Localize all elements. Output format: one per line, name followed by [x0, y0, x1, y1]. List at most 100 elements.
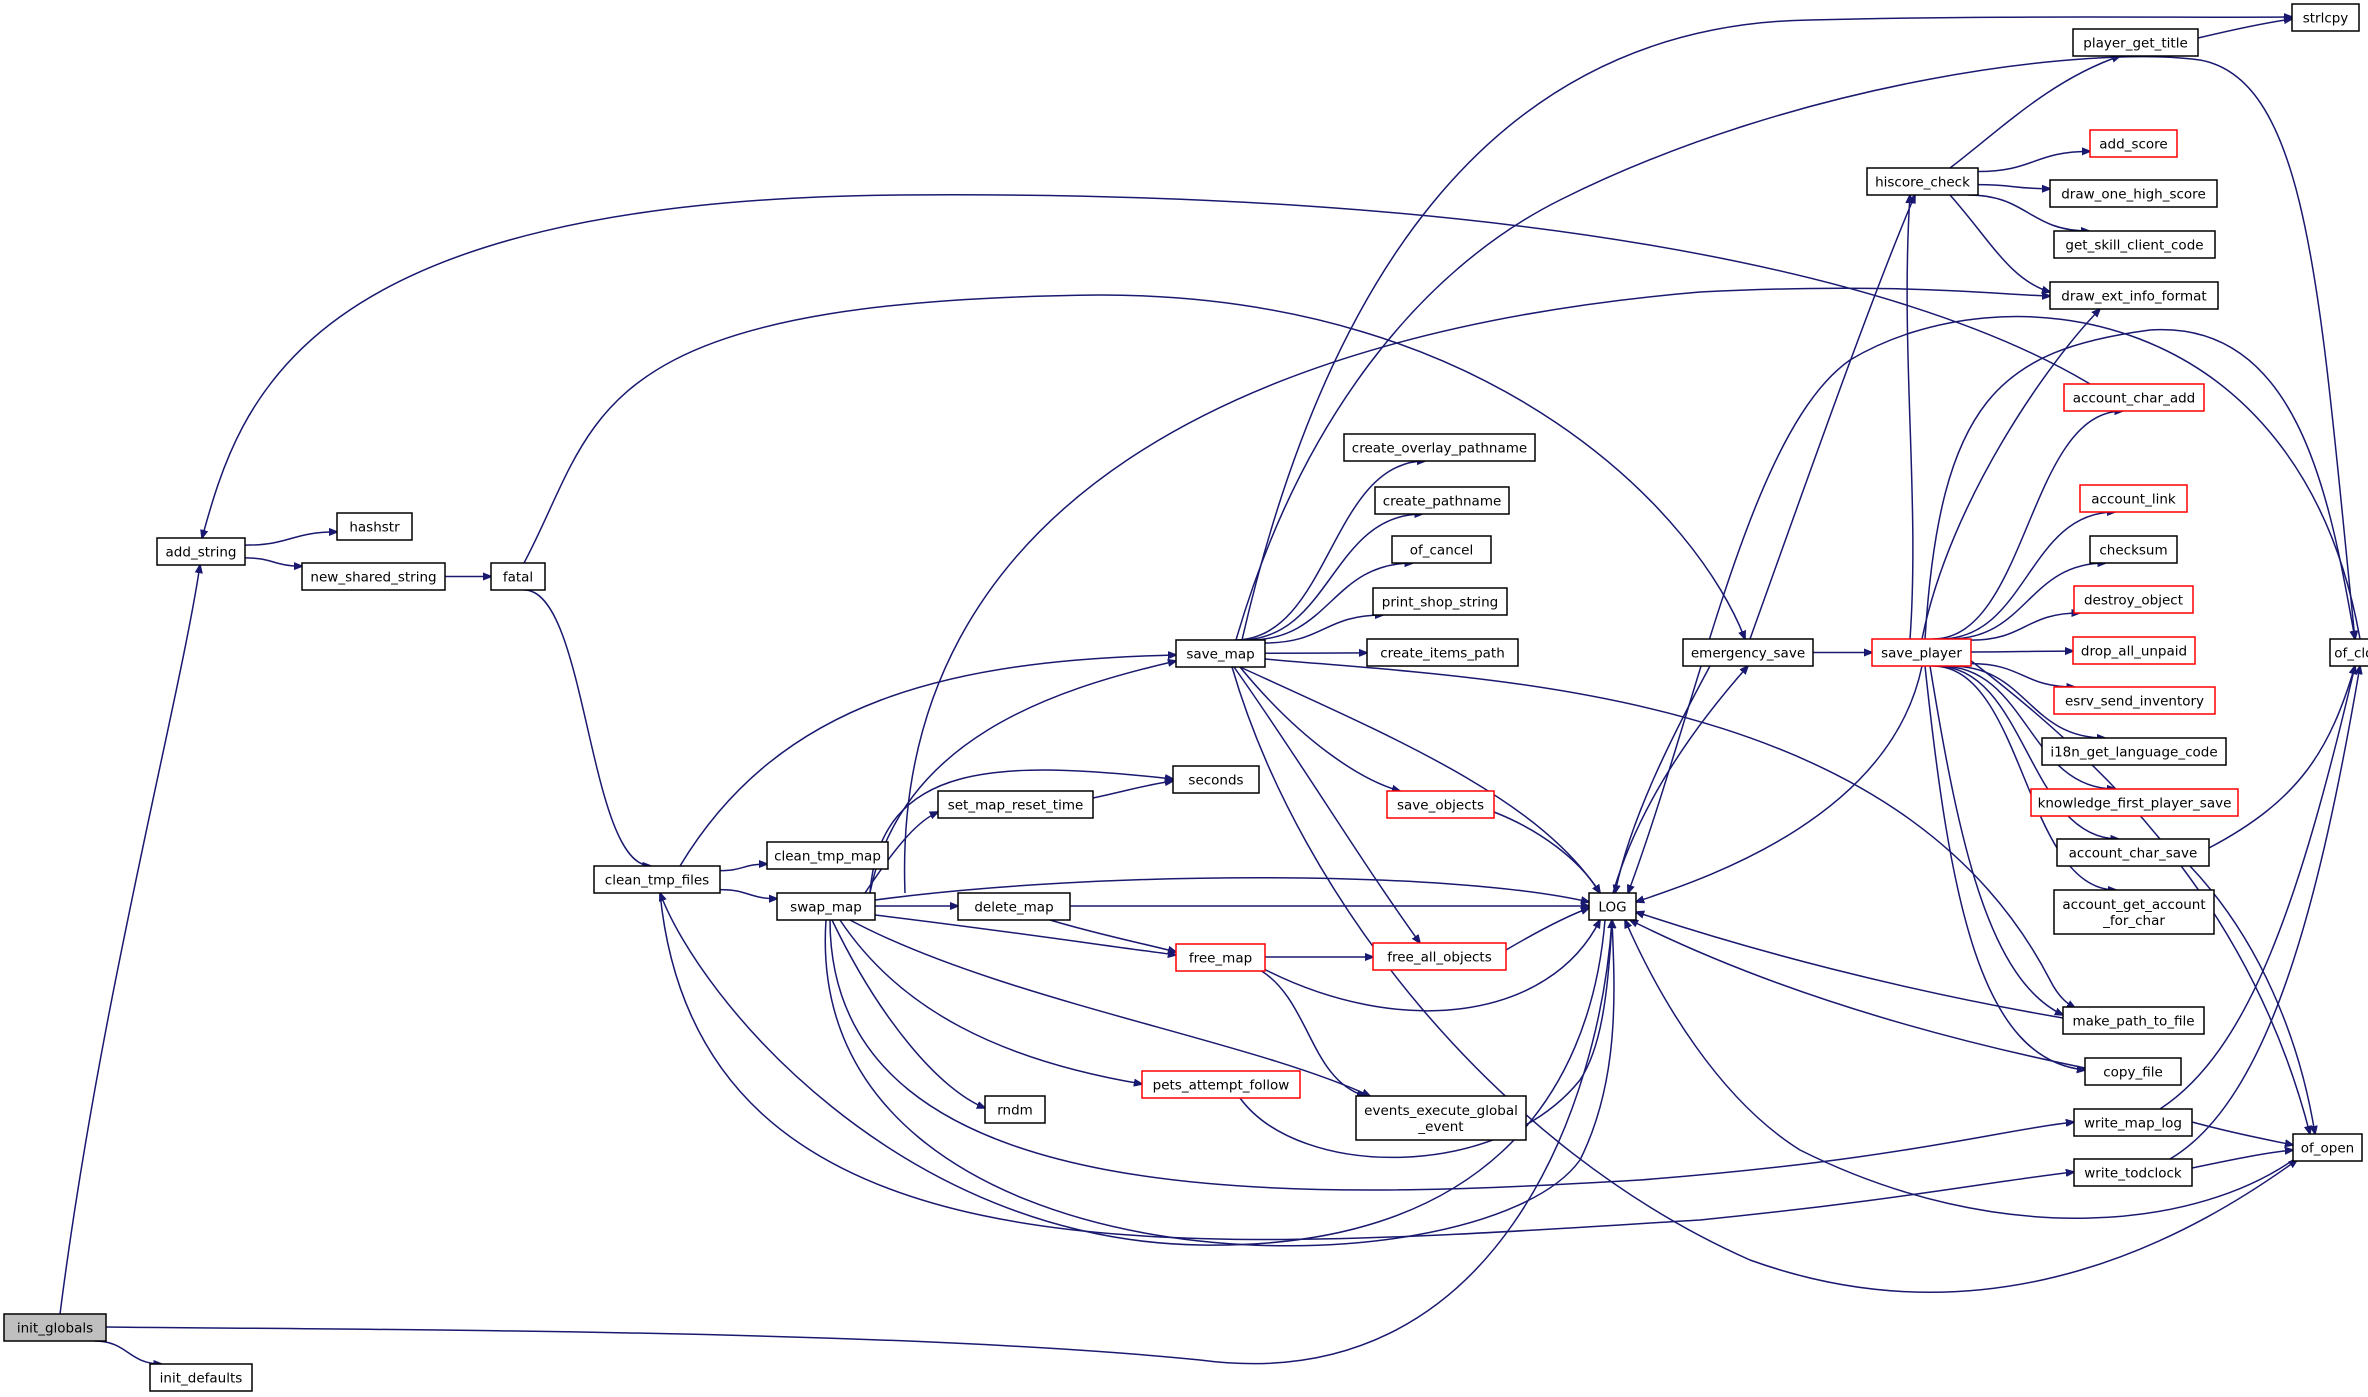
- edge-save_player-to-account_char_add: [1932, 411, 2123, 640]
- node-account-link[interactable]: account_link: [2079, 484, 2188, 513]
- node-account-char-add[interactable]: account_char_add: [2063, 383, 2205, 412]
- node-create-items-path[interactable]: create_items_path: [1366, 638, 1519, 667]
- edge-save_player-to-of_close: [1924, 329, 2355, 639]
- node-get-skill-client-code[interactable]: get_skill_client_code: [2053, 230, 2216, 259]
- node-label: account_get_account: [2062, 897, 2205, 913]
- node-free-all-objects[interactable]: free_all_objects: [1372, 942, 1507, 971]
- node-hashstr[interactable]: hashstr: [336, 512, 413, 541]
- edge-write_todclock-to-of_close: [2169, 666, 2360, 1160]
- node-label: init_globals: [17, 1321, 93, 1337]
- edge-free_map-to-LOG: [1259, 920, 1600, 1012]
- node-label: save_map: [1186, 647, 1254, 663]
- node-i18n-get-language-code[interactable]: i18n_get_language_code: [2041, 737, 2227, 766]
- edge-fatal-to-clean_tmp_files: [524, 589, 651, 866]
- node-make-path-to-file[interactable]: make_path_to_file: [2062, 1006, 2205, 1035]
- edge-player_get_title-to-strlcpy: [2197, 19, 2292, 39]
- node-label: save_objects: [1397, 798, 1484, 814]
- node-account-get-account-for-char[interactable]: account_get_account_for_char: [2053, 889, 2215, 935]
- node-free-map[interactable]: free_map: [1175, 943, 1266, 972]
- node-events-execute-global-event[interactable]: events_execute_global_event: [1355, 1095, 1527, 1141]
- node-label: swap_map: [790, 900, 862, 916]
- node-label: hiscore_check: [1875, 175, 1970, 191]
- node-rndm[interactable]: rndm: [984, 1095, 1046, 1124]
- node-draw-one-high-score[interactable]: draw_one_high_score: [2049, 179, 2218, 208]
- node-emergency-save[interactable]: emergency_save: [1682, 638, 1814, 667]
- node-esrv-send-inventory[interactable]: esrv_send_inventory: [2053, 686, 2216, 715]
- edge-pets_attempt_follow-to-LOG: [1239, 920, 1612, 1159]
- node-new-shared-string[interactable]: new_shared_string: [301, 562, 446, 591]
- node-swap-map[interactable]: swap_map: [776, 892, 876, 921]
- edge-hiscore_check-to-get_skill_client_code: [1967, 194, 2089, 231]
- edge-save_player-to-esrv_send_inventory: [1970, 662, 2075, 687]
- edge-save_player-to-knowledge_first_player_save: [1940, 665, 2116, 789]
- edge-swap_map-to-events_execute_global_event: [849, 919, 1370, 1096]
- node-player-get-title[interactable]: player_get_title: [2072, 28, 2199, 57]
- node-label: print_shop_string: [1382, 595, 1498, 611]
- node-of-open[interactable]: of_open: [2292, 1133, 2363, 1162]
- node-of-close[interactable]: of_close: [2329, 638, 2368, 667]
- edge-write_map_log-to-of_close: [2159, 666, 2355, 1110]
- node-label: make_path_to_file: [2072, 1014, 2194, 1030]
- edge-LOG-to-emergency_save: [1612, 666, 1748, 894]
- edge-swap_map-to-pets_attempt_follow: [839, 919, 1142, 1084]
- edge-save_map-to-create_pathname: [1240, 514, 1422, 641]
- node-create-overlay-pathname[interactable]: create_overlay_pathname: [1343, 433, 1536, 462]
- node-label: destroy_object: [2084, 593, 2183, 609]
- node-clean-tmp-files[interactable]: clean_tmp_files: [593, 865, 721, 894]
- node-LOG[interactable]: LOG: [1588, 892, 1637, 921]
- node-label: account_link: [2091, 492, 2176, 508]
- node-label: checksum: [2099, 543, 2167, 559]
- node-write-map-log[interactable]: write_map_log: [2073, 1108, 2193, 1137]
- edge-emergency_save-to-hiscore_check: [1749, 195, 1915, 640]
- node-fatal[interactable]: fatal: [490, 562, 546, 591]
- edge-save_player-to-LOG: [1636, 665, 1923, 902]
- node-label: emergency_save: [1691, 646, 1805, 662]
- node-label: clean_tmp_map: [774, 849, 881, 865]
- node-destroy-object[interactable]: destroy_object: [2073, 585, 2194, 614]
- edge-save_map-to-make_path_to_file: [1264, 658, 2075, 1008]
- node-label: player_get_title: [2083, 36, 2188, 52]
- node-hiscore-check[interactable]: hiscore_check: [1866, 167, 1979, 196]
- node-account-char-save[interactable]: account_char_save: [2056, 838, 2210, 867]
- node-save-objects[interactable]: save_objects: [1386, 790, 1495, 819]
- node-write-todclock[interactable]: write_todclock: [2073, 1158, 2193, 1187]
- node-label: of_open: [2301, 1141, 2354, 1157]
- node-print-shop-string[interactable]: print_shop_string: [1372, 587, 1508, 616]
- node-seconds[interactable]: seconds: [1172, 765, 1260, 794]
- node-label: events_execute_global: [1364, 1103, 1518, 1119]
- node-label: i18n_get_language_code: [2050, 745, 2217, 761]
- edge-save_player-to-account_get_account_for_char: [1932, 665, 2116, 890]
- node-init-defaults[interactable]: init_defaults: [149, 1363, 253, 1392]
- node-save-map[interactable]: save_map: [1175, 639, 1266, 668]
- edge-of_open-to-LOG: [1625, 920, 2301, 1219]
- edge-LOG-to-clean_tmp_files: [660, 893, 1606, 1246]
- node-label: free_map: [1189, 951, 1252, 967]
- edge-save_map-to-save_objects: [1239, 666, 1400, 791]
- node-strlcpy[interactable]: strlcpy: [2291, 3, 2360, 32]
- node-clean-tmp-map[interactable]: clean_tmp_map: [766, 841, 889, 870]
- edge-write_map_log-to-of_open: [2191, 1121, 2293, 1145]
- node-drop-all-unpaid[interactable]: drop_all_unpaid: [2072, 636, 2196, 665]
- edge-save_player-to-checksum: [1949, 563, 2105, 640]
- edge-clean_tmp_files-to-save_map: [679, 655, 1176, 867]
- node-label: fatal: [503, 570, 533, 586]
- node-label: set_map_reset_time: [948, 798, 1084, 814]
- edge-swap_map-to-rndm: [831, 919, 985, 1108]
- node-init-globals[interactable]: init_globals: [3, 1313, 107, 1342]
- node-checksum[interactable]: checksum: [2089, 535, 2178, 564]
- node-create-pathname[interactable]: create_pathname: [1374, 486, 1510, 515]
- node-delete-map[interactable]: delete_map: [957, 892, 1071, 921]
- edge-save_map-to-of_close: [1235, 56, 2355, 640]
- node-save-player[interactable]: save_player: [1871, 638, 1972, 667]
- node-of-cancel[interactable]: of_cancel: [1391, 535, 1492, 564]
- node-label: delete_map: [974, 900, 1053, 916]
- node-pets-attempt-follow[interactable]: pets_attempt_follow: [1141, 1070, 1301, 1099]
- node-set-map-reset-time[interactable]: set_map_reset_time: [937, 790, 1094, 819]
- node-add-string[interactable]: add_string: [156, 537, 246, 566]
- node-knowledge-first-player-save[interactable]: knowledge_first_player_save: [2030, 788, 2239, 817]
- node-draw-ext-info-format[interactable]: draw_ext_info_format: [2049, 281, 2219, 310]
- node-add-score[interactable]: add_score: [2089, 129, 2178, 158]
- node-copy-file[interactable]: copy_file: [2084, 1057, 2182, 1086]
- edge-save_player-to-copy_file: [1924, 665, 2085, 1070]
